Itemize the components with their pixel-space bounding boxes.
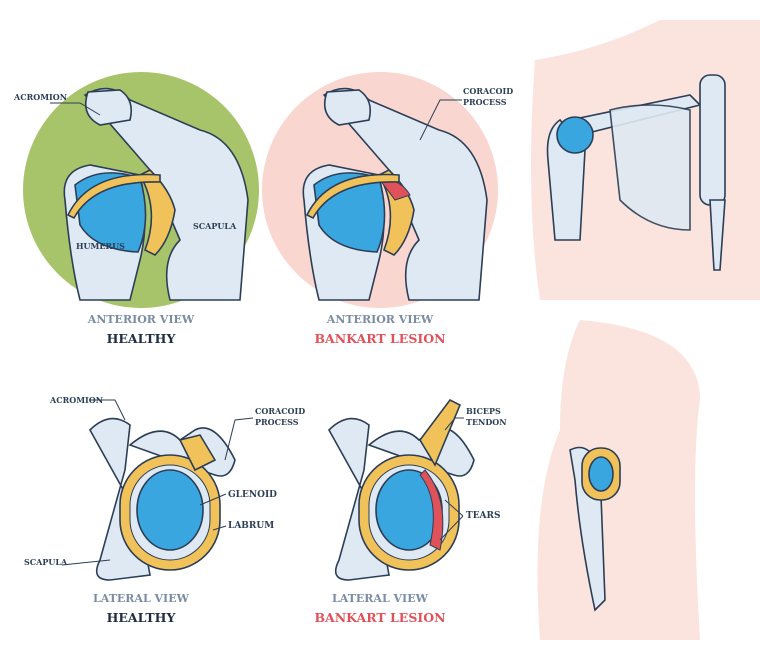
label-scapula: SCAPULA — [193, 221, 237, 231]
caption-view: ANTERIOR VIEW — [326, 313, 434, 326]
label-acromion: ACROMION — [13, 92, 67, 102]
caption-view: LATERAL VIEW — [332, 592, 429, 605]
label-process: PROCESS — [255, 417, 299, 427]
caption-status: BANKART LESION — [314, 331, 445, 346]
label-scapula: SCAPULA — [24, 557, 68, 567]
anterior-lesion-illustration — [262, 72, 498, 308]
label-tendon: TENDON — [466, 417, 507, 427]
leader-lines — [50, 99, 464, 566]
label-coracoid: CORACOID — [255, 406, 305, 416]
lateral-lesion-illustration — [328, 398, 475, 581]
label-acromion: ACROMION — [49, 395, 103, 405]
caption-status: BANKART LESION — [314, 610, 445, 625]
label-labrum: LABRUM — [228, 521, 274, 531]
label-tears: TEARS — [466, 511, 501, 521]
caption-view: ANTERIOR VIEW — [87, 313, 195, 326]
label-glenoid: GLENOID — [228, 490, 277, 500]
caption-status: HEALTHY — [107, 331, 177, 346]
label-biceps: BICEPS — [466, 406, 501, 416]
lateral-healthy-illustration — [89, 417, 236, 581]
side-body-illustration — [537, 320, 700, 640]
anterior-healthy-illustration — [23, 72, 259, 308]
label-process: PROCESS — [463, 97, 507, 107]
caption-status: HEALTHY — [107, 610, 177, 625]
caption-view: LATERAL VIEW — [93, 592, 190, 605]
shoulder-skeleton-illustration — [531, 20, 760, 300]
label-coracoid: CORACOID — [463, 86, 513, 96]
label-humerus: HUMERUS — [76, 241, 125, 251]
